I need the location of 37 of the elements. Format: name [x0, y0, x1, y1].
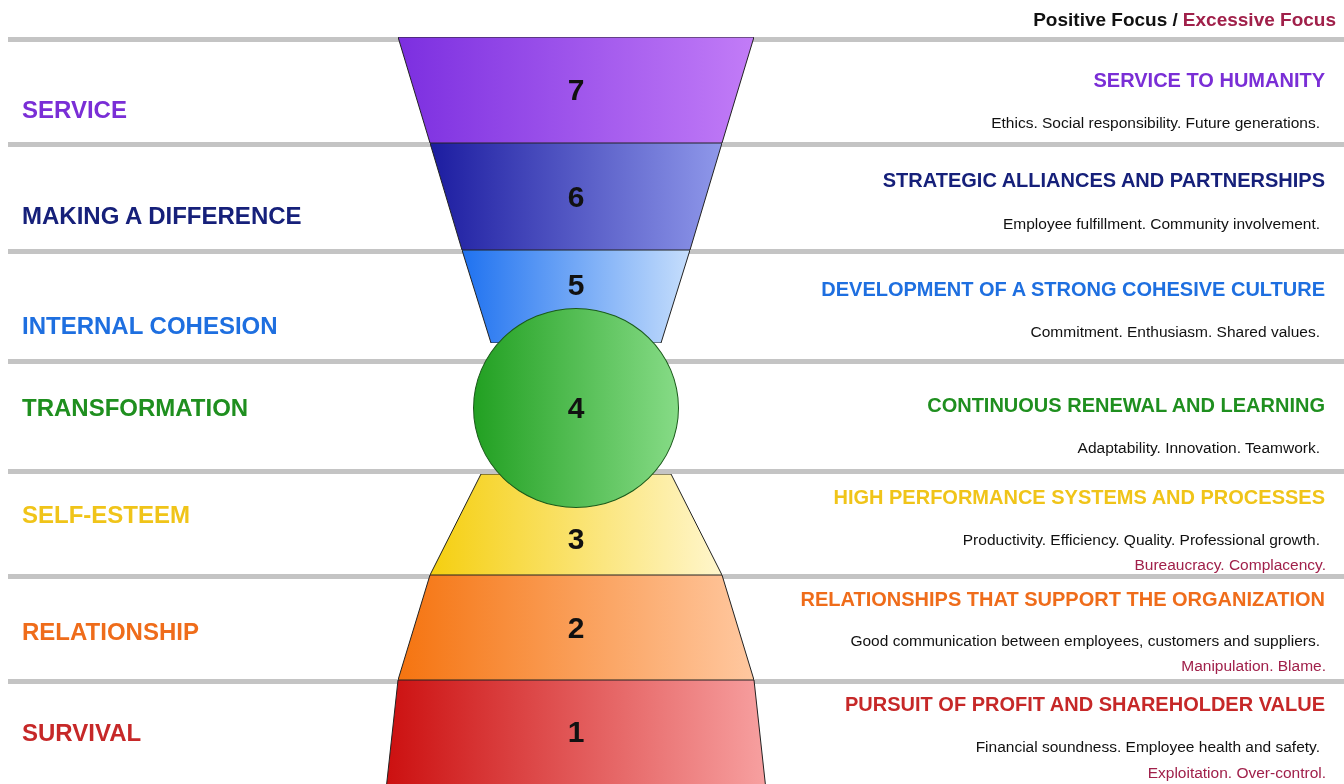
trapezoid-segment	[398, 37, 754, 143]
focus-heading: DEVELOPMENT OF A STRONG COHESIVE CULTURE	[821, 278, 1325, 300]
level-name: RELATIONSHIP	[22, 618, 199, 646]
level-name: MAKING A DIFFERENCE	[22, 202, 302, 230]
level-number: 2	[567, 612, 585, 643]
focus-heading: PURSUIT OF PROFIT AND SHAREHOLDER VALUE	[845, 693, 1325, 715]
level-name: SERVICE	[22, 96, 127, 124]
focus-heading: RELATIONSHIPS THAT SUPPORT THE ORGANIZATION	[800, 588, 1325, 610]
header-text: Excessive Focus	[1182, 8, 1336, 30]
header-text: Positive Focus /	[1033, 8, 1178, 30]
trapezoid-segment	[386, 680, 766, 784]
focus-description: Adaptability. Innovation. Teamwork.	[1077, 439, 1320, 457]
focus-heading: HIGH PERFORMANCE SYSTEMS AND PROCESSES	[833, 486, 1325, 508]
focus-description: Good communication between employees, customers and suppliers.	[850, 632, 1320, 650]
level-number: 3	[567, 523, 585, 554]
trapezoid-segment	[398, 575, 754, 680]
focus-description: Ethics. Social responsibility. Future generations.	[991, 114, 1320, 132]
level-name: INTERNAL COHESION	[22, 312, 278, 340]
level-name: SELF-ESTEEM	[22, 501, 190, 529]
focus-heading: SERVICE TO HUMANITY	[1093, 69, 1325, 91]
focus-description: Employee fulfillment. Community involvement.	[1003, 215, 1320, 233]
focus-heading: STRATEGIC ALLIANCES AND PARTNERSHIPS	[882, 169, 1325, 191]
level-number: 7	[567, 75, 585, 105]
level-number: 4	[567, 393, 585, 423]
level-number: 5	[567, 269, 585, 300]
trapezoid-segment	[430, 143, 722, 250]
focus-description: Commitment. Enthusiasm. Shared values.	[1030, 323, 1320, 341]
excess-description: Exploitation. Over-control.	[1147, 764, 1326, 782]
level-name: TRANSFORMATION	[22, 394, 249, 422]
level-name: SURVIVAL	[22, 719, 142, 747]
excess-description: Manipulation. Blame.	[1181, 657, 1326, 675]
excess-description: Bureaucracy. Complacency.	[1134, 556, 1326, 574]
focus-description: Financial soundness. Employee health and safety.	[975, 738, 1320, 756]
focus-heading: CONTINUOUS RENEWAL AND LEARNING	[927, 394, 1325, 416]
level-number: 1	[567, 717, 585, 747]
level-number: 6	[567, 181, 585, 212]
focus-description: Productivity. Efficiency. Quality. Professional growth.	[962, 531, 1320, 549]
